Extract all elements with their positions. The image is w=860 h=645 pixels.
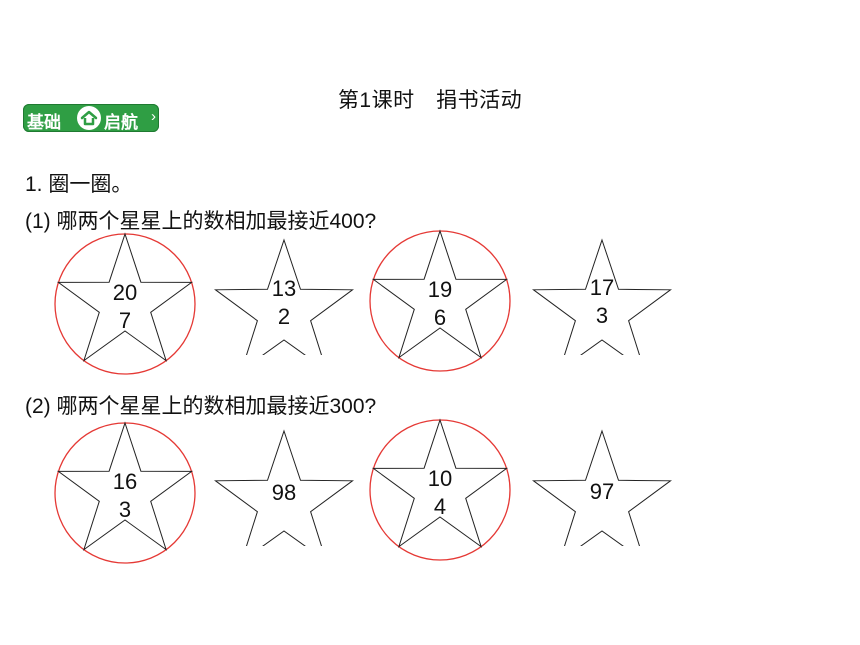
star-number-top: 10 xyxy=(427,466,453,491)
star-outline xyxy=(213,429,355,546)
chevron-right-icon: › xyxy=(151,108,156,125)
star-outline xyxy=(371,418,509,548)
question-title: 1. 圈一圈。 xyxy=(25,173,133,196)
badge-left-label: 基础 xyxy=(27,113,61,133)
question-part-2: (2) 哪两个星星上的数相加最接近300? xyxy=(25,395,377,418)
star-outline xyxy=(371,229,509,359)
star-number-bottom: 3 xyxy=(118,497,132,522)
page-title: 第1课时 捐书活动 xyxy=(337,89,523,112)
star-item[interactable]: 19 6 xyxy=(368,229,512,373)
star-number-top: 17 xyxy=(589,275,615,300)
star-item[interactable]: 13 2 xyxy=(212,237,356,355)
star-item[interactable]: 20 7 xyxy=(53,232,197,376)
badge-right-label: 启航 xyxy=(104,113,138,133)
star-outline xyxy=(531,429,673,546)
star-graphic xyxy=(54,421,196,564)
star-number-top: 16 xyxy=(112,469,138,494)
star-graphic xyxy=(531,238,673,355)
star-graphic xyxy=(369,229,511,372)
star-item[interactable]: 97 xyxy=(530,428,674,546)
question-part-1: (1) 哪两个星星上的数相加最接近400? xyxy=(25,210,377,233)
star-graphic xyxy=(369,418,511,561)
star-number-bottom: 6 xyxy=(433,305,447,330)
star-item[interactable]: 17 3 xyxy=(530,237,674,355)
section-badge: 基础 启航 › xyxy=(23,104,159,133)
star-number-top: 98 xyxy=(271,480,297,505)
star-number-top: 13 xyxy=(271,276,297,301)
star-graphic xyxy=(531,429,673,546)
star-number-bottom: 7 xyxy=(118,308,132,333)
star-number-top: 19 xyxy=(427,277,453,302)
star-number-top: 20 xyxy=(112,280,138,305)
star-outline xyxy=(56,421,194,551)
star-graphic xyxy=(213,429,355,546)
star-number-bottom: 3 xyxy=(595,303,609,328)
star-outline xyxy=(531,238,673,355)
star-outline xyxy=(56,232,194,362)
star-item[interactable]: 16 3 xyxy=(53,421,197,565)
star-graphic xyxy=(213,238,355,355)
star-number-top: 97 xyxy=(589,479,615,504)
star-graphic xyxy=(54,232,196,375)
star-number-bottom: 2 xyxy=(277,304,291,329)
star-number-bottom: 4 xyxy=(433,494,447,519)
star-outline xyxy=(213,238,355,355)
star-item[interactable]: 98 xyxy=(212,428,356,546)
house-icon xyxy=(77,106,101,130)
star-item[interactable]: 10 4 xyxy=(368,418,512,562)
